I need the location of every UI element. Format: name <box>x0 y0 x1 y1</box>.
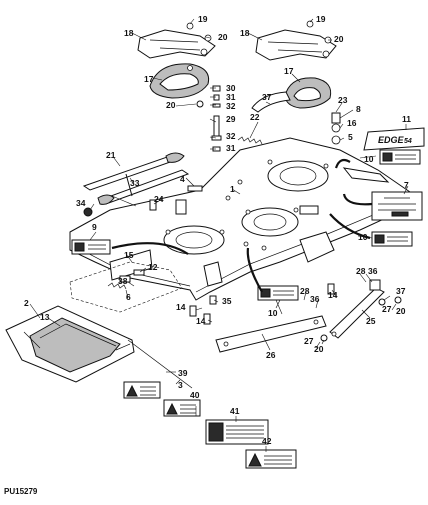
rod-3 <box>127 339 193 389</box>
mower-deck <box>69 137 413 301</box>
decal-9 <box>71 239 111 255</box>
decal-logo-size: 54 <box>404 138 412 145</box>
callout-27-a: 27 <box>382 304 392 314</box>
callout-13: 13 <box>40 312 50 322</box>
callout-17-left: 17 <box>144 74 154 84</box>
callout-14-b: 14 <box>196 316 206 326</box>
callout-25: 25 <box>366 316 376 326</box>
callout-8: 8 <box>356 104 361 114</box>
callout-28-b: 28 <box>300 286 310 296</box>
spring-6 <box>107 282 127 290</box>
callout-32-a: 32 <box>226 101 236 111</box>
callout-33: 33 <box>130 178 140 188</box>
callout-14-a: 14 <box>176 302 186 312</box>
callout-20-c: 20 <box>166 100 176 110</box>
callout-19-right: 19 <box>316 14 326 24</box>
callout-22: 22 <box>250 112 260 122</box>
cover-bracket-right <box>255 20 337 61</box>
callout-29: 29 <box>226 114 236 124</box>
bolt-stack <box>211 85 222 152</box>
callout-20-e: 20 <box>314 344 324 354</box>
decal-10-bottom <box>257 285 299 301</box>
leader-lines <box>29 18 409 452</box>
decal-42 <box>245 449 297 469</box>
callout-6: 6 <box>126 292 131 302</box>
callout-32-b: 32 <box>226 131 236 141</box>
callout-17-right: 17 <box>284 66 294 76</box>
callout-10-a: 10 <box>364 154 374 164</box>
mandrel-cover-left <box>149 63 210 108</box>
callout-39: 39 <box>178 368 188 378</box>
decal-41 <box>205 419 269 445</box>
callout-7: 7 <box>404 180 409 190</box>
discharge-chute <box>5 305 135 383</box>
callout-15: 15 <box>124 250 134 260</box>
decal-7 <box>371 191 423 221</box>
callout-5: 5 <box>348 132 353 142</box>
callout-20-a: 20 <box>218 32 228 42</box>
callout-35: 35 <box>222 296 232 306</box>
callout-41: 41 <box>230 406 240 416</box>
shield-37 <box>251 91 291 113</box>
callout-37: 37 <box>262 92 272 102</box>
callout-30: 30 <box>226 83 236 93</box>
callout-37-b: 37 <box>396 286 406 296</box>
callout-18-left: 18 <box>124 28 134 38</box>
bolts-14 <box>189 283 335 325</box>
callout-16: 16 <box>347 118 357 128</box>
callout-1: 1 <box>230 184 235 194</box>
decal-10-upper <box>379 149 421 165</box>
discharge-bracket <box>109 249 153 283</box>
bar-25 <box>329 279 385 339</box>
decal-39 <box>123 381 161 399</box>
callout-4: 4 <box>180 174 185 184</box>
mandrel-cover-right <box>284 77 332 109</box>
callout-19-left: 19 <box>198 14 208 24</box>
decal-11-logo: EDGE 54 <box>363 127 425 151</box>
callout-2: 2 <box>24 298 29 308</box>
callout-21: 21 <box>106 150 116 160</box>
bolt-4 <box>187 185 203 192</box>
linkage-rods <box>82 152 190 205</box>
callout-36-b: 36 <box>310 294 320 304</box>
idler-hardware <box>331 112 341 145</box>
callout-3: 3 <box>178 380 183 390</box>
decal-logo-text: EDGE <box>378 135 405 145</box>
callout-42: 42 <box>262 436 272 446</box>
callout-9: 9 <box>92 222 97 232</box>
document-id: PU15279 <box>4 487 38 496</box>
callout-24: 24 <box>154 194 164 204</box>
callout-40: 40 <box>190 390 200 400</box>
nuts-27-20 <box>320 296 402 342</box>
spring-22 <box>237 136 263 145</box>
callout-labels: 18 18 19 19 20 20 17 17 20 30 31 32 29 3… <box>24 14 411 446</box>
callout-20-b: 20 <box>334 34 344 44</box>
callout-26: 26 <box>266 350 276 360</box>
callout-18-right: 18 <box>240 28 250 38</box>
callout-14-c: 14 <box>328 290 338 300</box>
bar-26 <box>215 315 327 353</box>
callout-23: 23 <box>338 95 348 105</box>
decal-40 <box>163 399 201 417</box>
callout-10-b: 10 <box>358 232 368 242</box>
callout-11: 11 <box>402 114 411 124</box>
callout-36-a: 36 <box>368 266 378 276</box>
decal-10-lower <box>371 231 413 247</box>
callout-31-b: 31 <box>226 143 236 153</box>
callout-12: 12 <box>148 262 158 272</box>
callout-28-a: 28 <box>356 266 366 276</box>
callout-27-b: 27 <box>304 336 314 346</box>
callout-34: 34 <box>76 198 86 208</box>
bolt-24 <box>149 199 157 211</box>
cover-bracket-left <box>137 22 216 59</box>
callout-38: 38 <box>118 276 128 286</box>
dashed-outline <box>69 261 183 313</box>
callout-20-d: 20 <box>396 306 406 316</box>
callout-31-a: 31 <box>226 92 236 102</box>
callout-10-c: 10 <box>268 308 278 318</box>
